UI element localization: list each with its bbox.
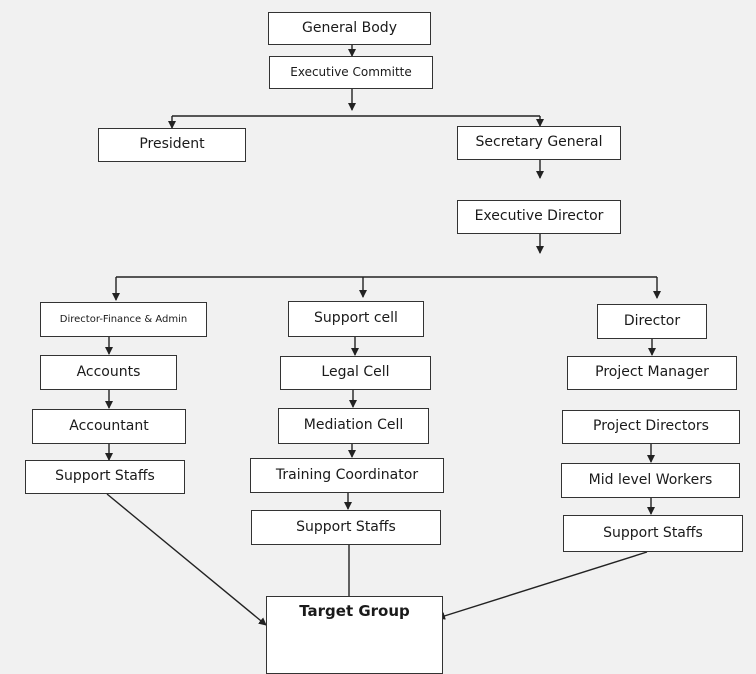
- node-secretary-general-label: Secretary General: [475, 134, 603, 151]
- node-legal-cell-label: Legal Cell: [321, 364, 390, 381]
- node-project-manager: Project Manager: [567, 356, 737, 390]
- node-support-staffs-right-label: Support Staffs: [603, 524, 703, 541]
- node-mediation-cell: Mediation Cell: [278, 408, 429, 444]
- node-accounts: Accounts: [40, 355, 177, 390]
- node-executive-committe-label: Executive Committe: [290, 64, 412, 79]
- node-director-finance-admin: Director-Finance & Admin: [40, 302, 207, 337]
- node-general-body: General Body: [268, 12, 431, 45]
- node-executive-director-label: Executive Director: [474, 208, 604, 225]
- node-director: Director: [597, 304, 707, 339]
- node-support-cell-label: Support cell: [314, 310, 398, 327]
- node-legal-cell: Legal Cell: [280, 356, 431, 390]
- node-secretary-general: Secretary General: [457, 126, 621, 160]
- node-general-body-label: General Body: [302, 19, 397, 36]
- node-training-coordinator: Training Coordinator: [250, 458, 444, 493]
- connector-left-staffs-to-target: [106, 493, 267, 626]
- node-target-group-label: Target Group: [299, 602, 410, 620]
- node-support-staffs-middle-label: Support Staffs: [296, 518, 396, 535]
- node-support-staffs-right: Support Staffs: [563, 515, 743, 552]
- node-president-label: President: [139, 136, 205, 153]
- node-accounts-label: Accounts: [76, 363, 141, 380]
- connector-right-staffs-to-target: [437, 551, 648, 620]
- node-mid-level-workers-label: Mid level Workers: [588, 471, 713, 488]
- node-director-label: Director: [623, 312, 681, 329]
- node-executive-committe: Executive Committe: [269, 56, 433, 89]
- node-training-coordinator-label: Training Coordinator: [275, 466, 419, 483]
- node-support-staffs-left-label: Support Staffs: [55, 468, 155, 485]
- node-director-finance-admin-label: Director-Finance & Admin: [59, 314, 188, 325]
- node-target-group: Target Group: [266, 596, 443, 674]
- node-mediation-cell-label: Mediation Cell: [303, 417, 404, 434]
- node-project-manager-label: Project Manager: [595, 364, 709, 381]
- node-support-cell: Support cell: [288, 301, 424, 337]
- node-president: President: [98, 128, 246, 162]
- node-project-directors-label: Project Directors: [593, 418, 709, 435]
- node-support-staffs-left: Support Staffs: [25, 460, 185, 494]
- node-accountant-label: Accountant: [69, 417, 149, 434]
- node-accountant: Accountant: [32, 409, 186, 444]
- node-project-directors: Project Directors: [562, 410, 740, 444]
- node-executive-director: Executive Director: [457, 200, 621, 234]
- node-support-staffs-middle: Support Staffs: [251, 510, 441, 545]
- node-mid-level-workers: Mid level Workers: [561, 463, 740, 498]
